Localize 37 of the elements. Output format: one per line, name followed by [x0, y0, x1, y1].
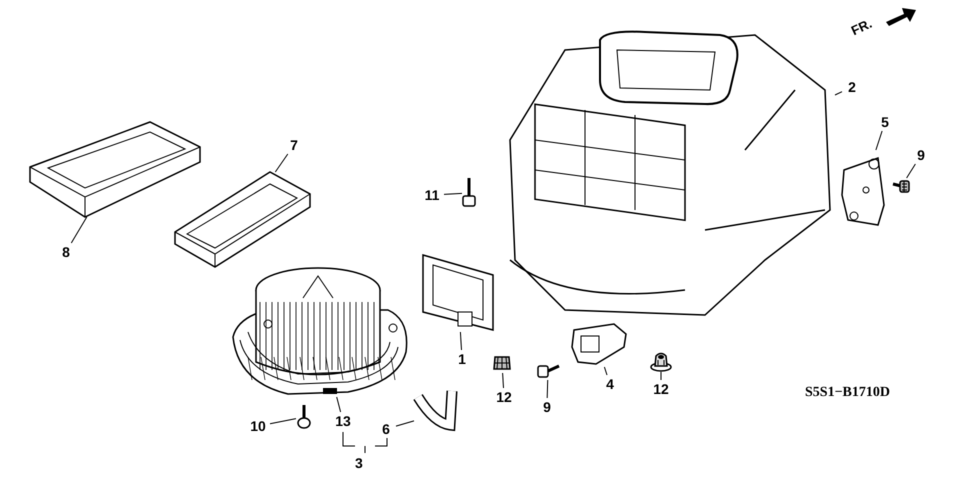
leader-line: [396, 420, 414, 427]
leader-line: [906, 164, 916, 178]
leader-line: [274, 154, 288, 172]
leader-line: [660, 372, 662, 380]
leader-line: [270, 418, 296, 424]
leader-line: [460, 332, 462, 350]
leader-line: [546, 380, 548, 398]
part-number: 9: [911, 146, 931, 164]
leader-line: [502, 372, 504, 388]
leader-line: [834, 91, 842, 96]
part-number: 3: [355, 454, 363, 472]
part-number: 1: [452, 350, 472, 368]
filter-frame-drawing: [30, 122, 200, 217]
part-number: 9: [537, 398, 557, 416]
drawing-code: S5S1−B1710D: [805, 384, 890, 402]
part-number: 4: [600, 375, 620, 393]
grommet-icon: [650, 350, 672, 372]
part-number: 7: [284, 136, 304, 154]
part-number: 2: [842, 78, 862, 96]
part-number: 8: [56, 243, 76, 261]
leader-line: [336, 396, 342, 412]
part-number: 11: [420, 186, 444, 204]
part-number: 12: [648, 380, 674, 398]
part-number: 10: [246, 417, 270, 435]
part-number: 6: [376, 420, 396, 438]
bolt-icon: [462, 178, 476, 208]
leader-line: [875, 130, 883, 150]
part-number: 5: [875, 113, 895, 131]
part-number: 12: [491, 388, 517, 406]
screw-icon: [296, 405, 312, 429]
part-number: 13: [330, 412, 356, 430]
filter-frame-drawing: [175, 172, 310, 267]
leader-line: [444, 192, 462, 195]
leader-line: [604, 366, 608, 376]
direction-label: FR.: [848, 14, 875, 40]
bolt-icon: [893, 178, 909, 196]
leader-line: [70, 216, 88, 244]
